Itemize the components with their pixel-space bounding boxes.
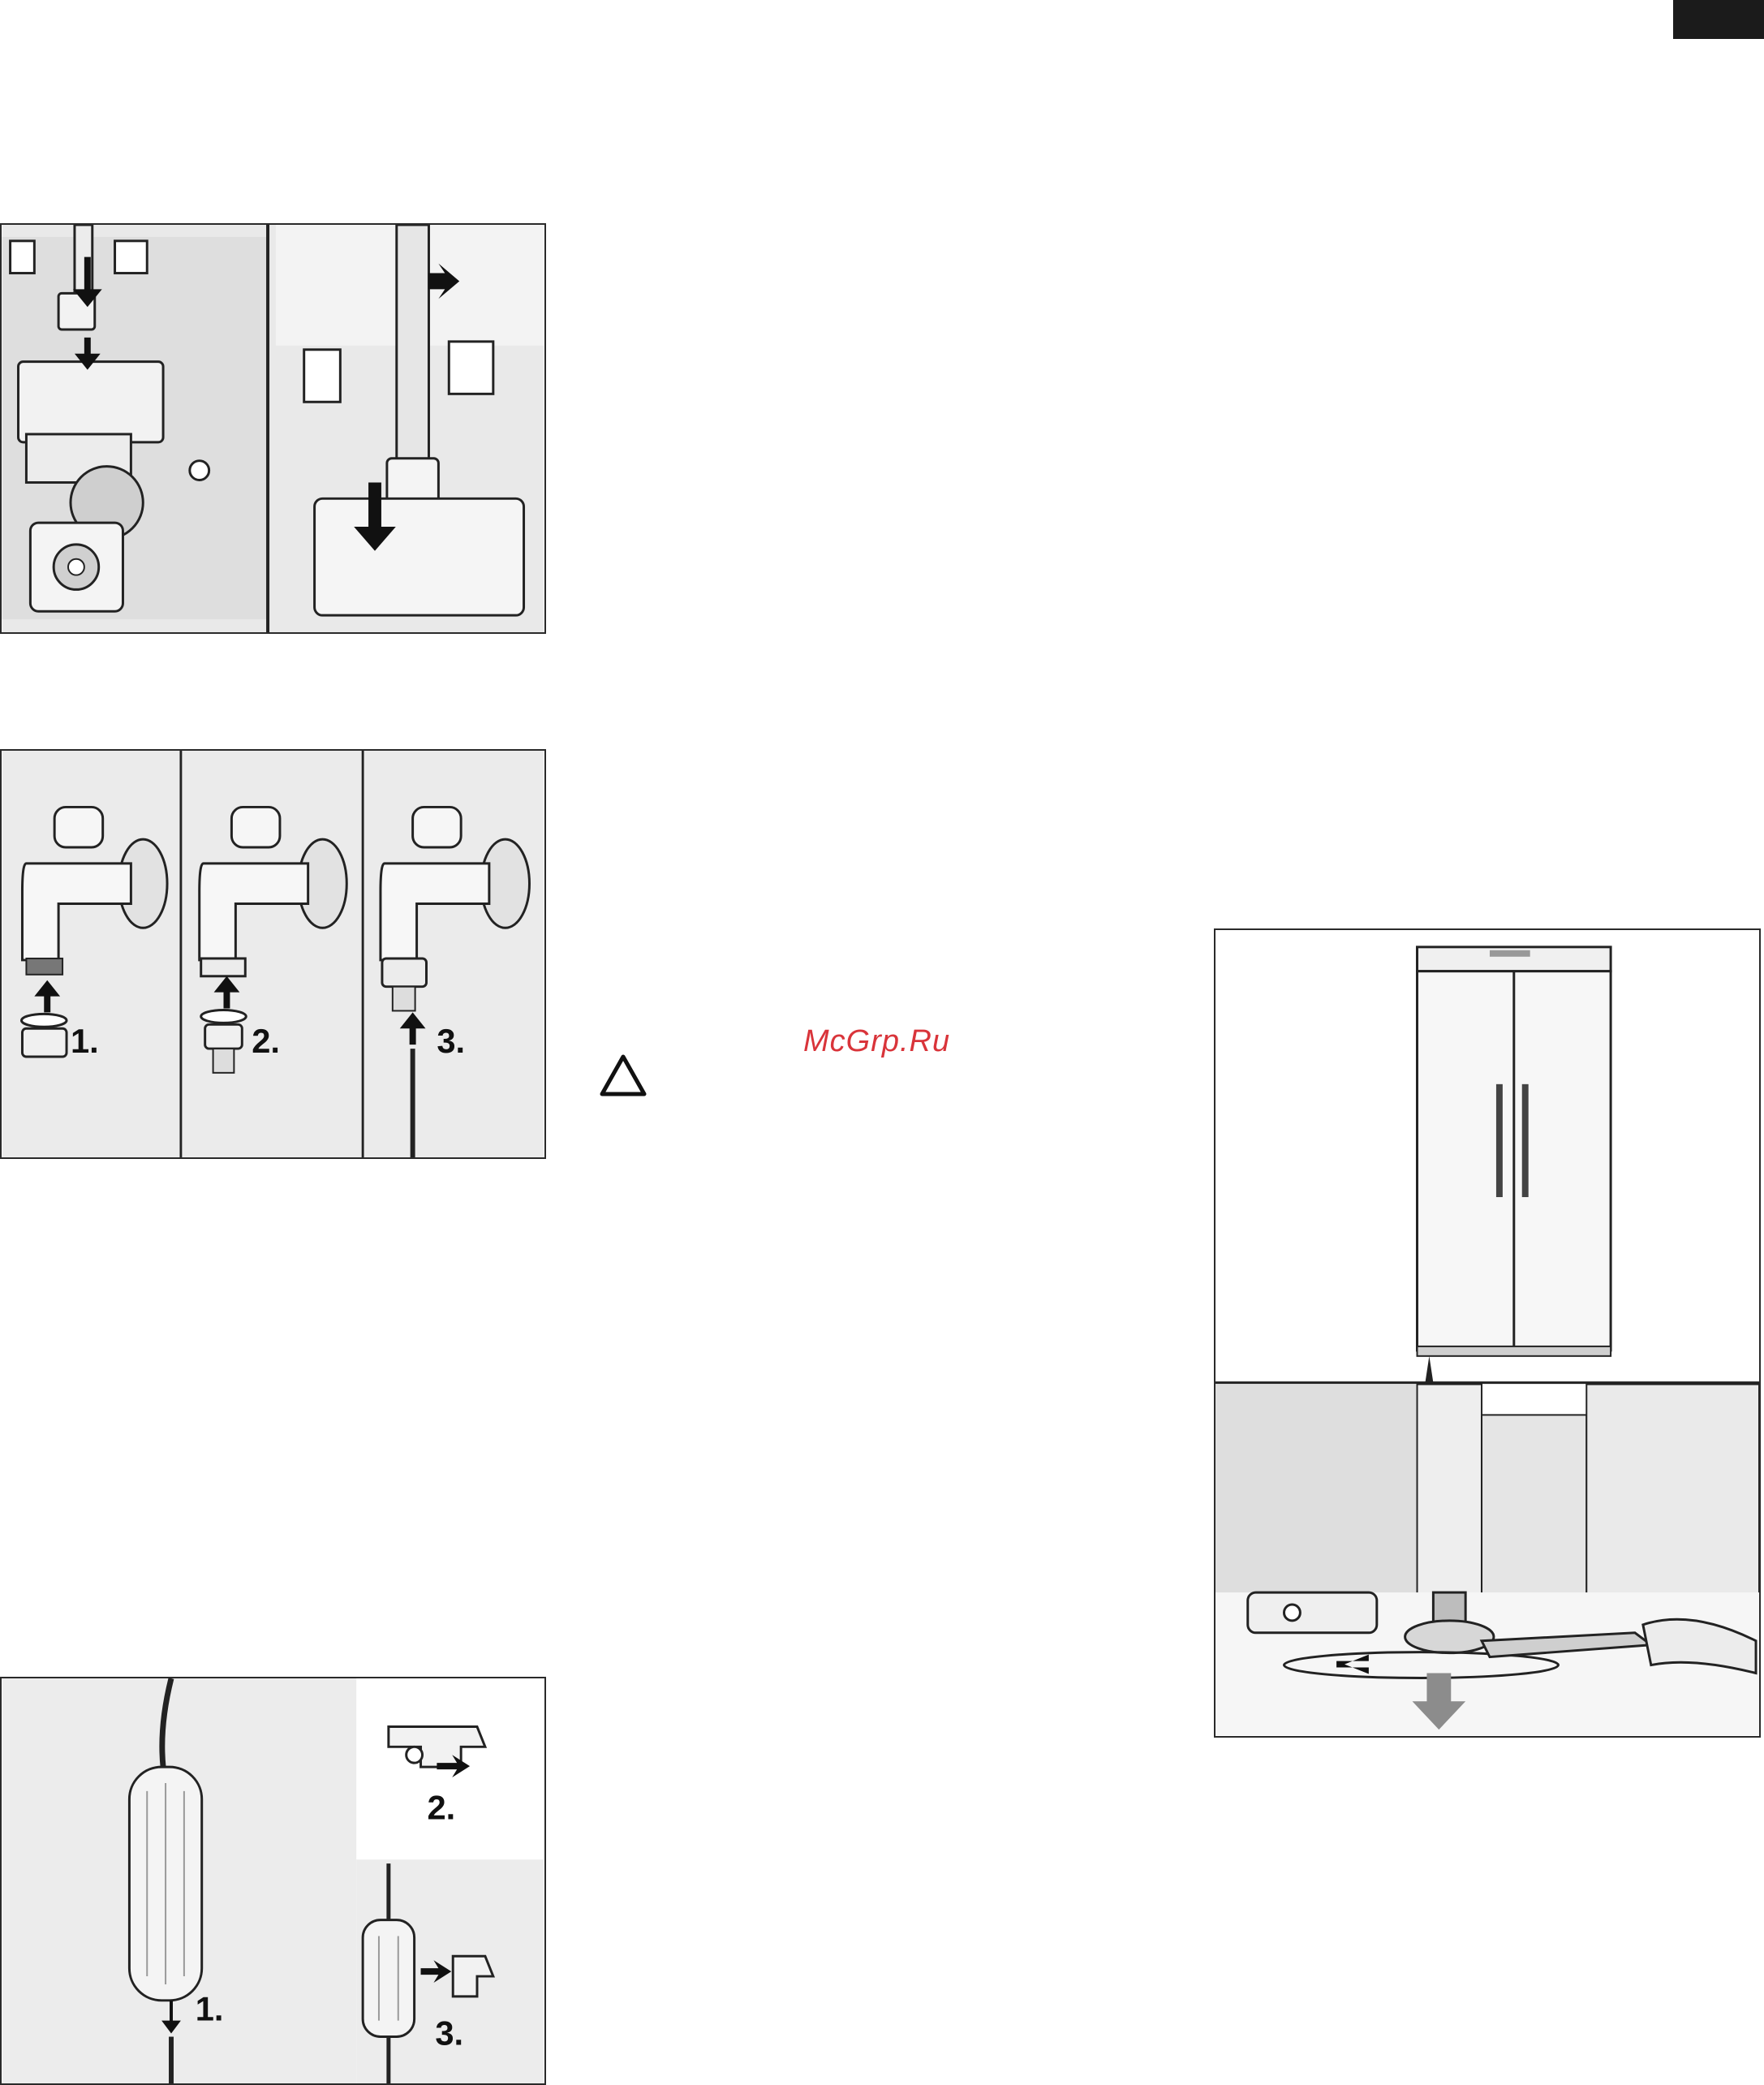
- water-filter-figure: 1. 2. 3.: [0, 1677, 546, 2085]
- tap-step-2-panel: 2.: [183, 751, 361, 1157]
- filter-step-1-label: 1.: [196, 1990, 224, 2028]
- leveling-foot-detail: [1215, 1385, 1759, 1735]
- valve-connection-figure: [0, 223, 546, 634]
- valve-left-panel: [2, 225, 268, 632]
- tap-step-1-label: 1.: [71, 1022, 99, 1060]
- tap-step-2-label: 2.: [252, 1022, 280, 1060]
- fridge-leveling-figure: [1214, 928, 1761, 1738]
- filter-step-3-label: 3.: [435, 2014, 463, 2052]
- tap-step-1-panel: 1.: [2, 751, 179, 1157]
- fridge-overview: [1418, 947, 1611, 1383]
- filter-step-2-label: 2.: [427, 1789, 455, 1827]
- tap-connection-figure: 1. 2. 3.: [0, 749, 546, 1159]
- section-tab-marker: [1673, 0, 1764, 39]
- tap-step-3-panel: 3.: [364, 751, 544, 1157]
- watermark-text: McGrp.Ru: [803, 1024, 950, 1059]
- tap-step-3-label: 3.: [437, 1022, 465, 1060]
- warning-triangle-icon: [599, 1053, 648, 1097]
